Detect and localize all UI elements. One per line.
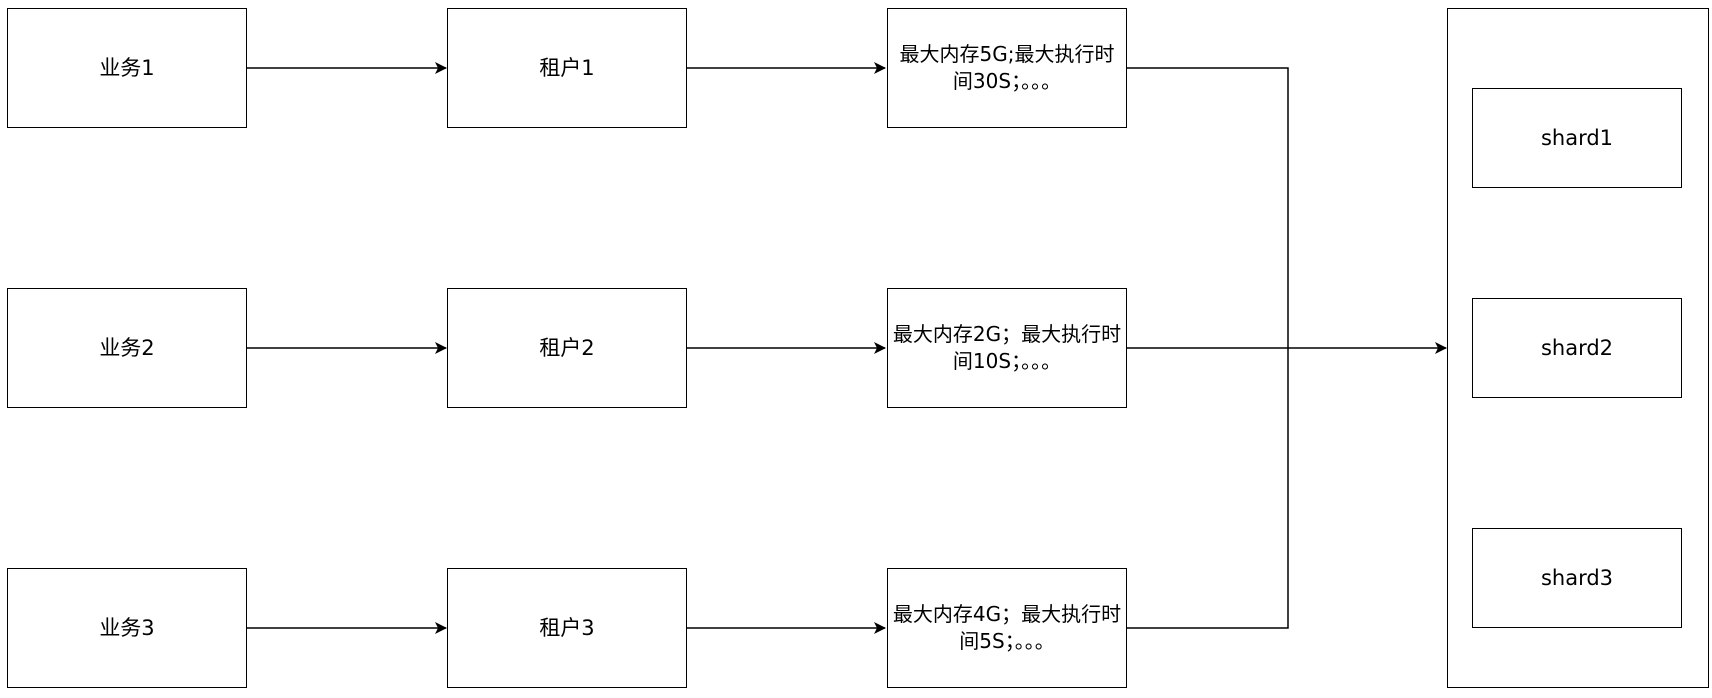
business-label-3: 业务3 bbox=[99, 616, 155, 640]
business-node-2: 业务2 bbox=[7, 288, 247, 408]
shard-label-1: shard1 bbox=[1540, 126, 1614, 150]
limit-label-2: 最大内存2G；最大执行时间10S；。。。 bbox=[892, 322, 1122, 373]
shard-node-3: shard3 bbox=[1472, 528, 1682, 628]
business-node-3: 业务3 bbox=[7, 568, 247, 688]
limit-label-1: 最大内存5G;最大执行时间30S；。。。 bbox=[899, 42, 1115, 93]
shard-node-1: shard1 bbox=[1472, 88, 1682, 188]
shard-label-3: shard3 bbox=[1540, 566, 1614, 590]
limit-node-2: 最大内存2G；最大执行时间10S；。。。 bbox=[887, 288, 1127, 408]
shard-node-2: shard2 bbox=[1472, 298, 1682, 398]
edge-limit3-shards bbox=[1127, 348, 1289, 629]
tenant-node-3: 租户3 bbox=[447, 568, 687, 688]
limit-node-3: 最大内存4G；最大执行时间5S；。。。 bbox=[887, 568, 1127, 688]
business-node-1: 业务1 bbox=[7, 8, 247, 128]
tenant-label-2: 租户2 bbox=[539, 336, 595, 360]
edge-limit1-shards bbox=[1127, 67, 1289, 348]
tenant-label-3: 租户3 bbox=[539, 616, 595, 640]
tenant-label-1: 租户1 bbox=[539, 56, 595, 80]
limit-label-3: 最大内存4G；最大执行时间5S；。。。 bbox=[892, 602, 1122, 653]
tenant-node-1: 租户1 bbox=[447, 8, 687, 128]
business-label-1: 业务1 bbox=[99, 56, 155, 80]
shard-label-2: shard2 bbox=[1540, 336, 1614, 360]
business-label-2: 业务2 bbox=[99, 336, 155, 360]
tenant-node-2: 租户2 bbox=[447, 288, 687, 408]
limit-node-1: 最大内存5G;最大执行时间30S；。。。 bbox=[887, 8, 1127, 128]
